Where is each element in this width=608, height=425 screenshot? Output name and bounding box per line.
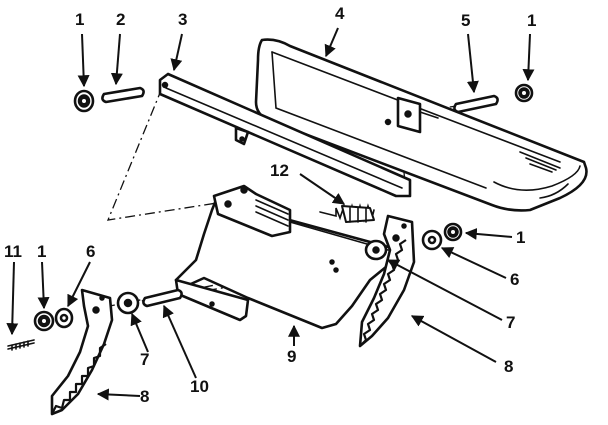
top-right-pin [453,94,499,114]
callout-leaders [6,27,535,401]
right-anti-kickback-pawl [358,214,416,348]
callout-10: 10 [190,377,209,396]
callout-3: 3 [178,10,187,29]
left-bolt [7,339,35,351]
left-washer [54,307,74,329]
callout-6-right: 6 [510,270,519,289]
callout-1-top-right: 1 [527,11,536,30]
callout-11: 11 [4,242,22,261]
callout-7-right: 7 [506,313,515,332]
blade-guard-shell [254,38,588,212]
callout-1-left: 1 [37,242,46,261]
callout-1-top-left: 1 [75,10,84,29]
callout-6-left: 6 [86,242,95,261]
callout-8-right: 8 [504,357,513,376]
top-left-nut [73,89,95,113]
right-washer [421,229,443,251]
callout-12: 12 [270,161,289,180]
callout-8-left: 8 [140,387,149,406]
callout-labels: 1 2 3 4 5 1 12 1 6 7 8 11 1 6 7 10 9 8 [4,4,536,406]
callout-7-left: 7 [140,350,149,369]
left-bushing [116,291,140,315]
top-right-nut [514,83,534,103]
left-anti-kickback-pawl [50,288,114,416]
right-spacer [364,239,388,261]
callout-5: 5 [461,11,470,30]
right-nut [443,222,463,242]
callout-1-right: 1 [516,228,525,247]
top-left-pin [101,86,145,104]
spring [319,203,375,223]
support-arm [158,72,412,198]
callout-9: 9 [287,347,296,366]
callout-2: 2 [116,10,125,29]
callout-4: 4 [335,4,345,23]
left-nut [33,310,55,332]
pivot-pin [142,288,183,308]
